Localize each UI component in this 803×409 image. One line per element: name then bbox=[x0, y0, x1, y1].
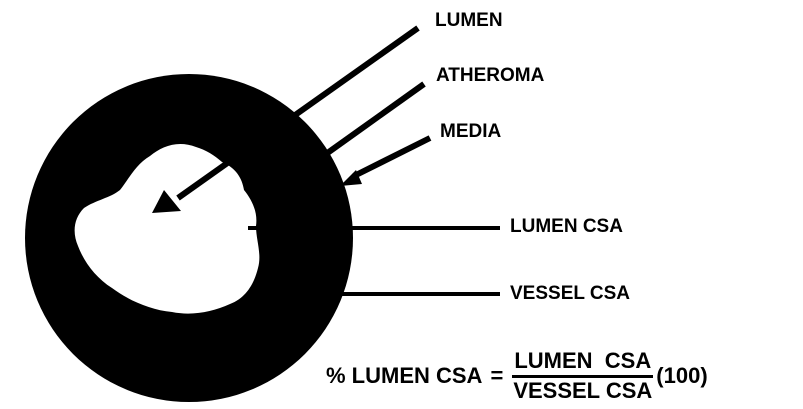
label-media: MEDIA bbox=[440, 121, 501, 143]
label-vessel-csa: VESSEL CSA bbox=[510, 283, 630, 305]
formula-lhs: % LUMEN CSA bbox=[326, 363, 482, 389]
formula-fraction: LUMEN CSA VESSEL CSA bbox=[511, 349, 654, 403]
label-lumen-csa: LUMEN CSA bbox=[510, 216, 623, 238]
percent-lumen-csa-formula: % LUMEN CSA = LUMEN CSA VESSEL CSA (100) bbox=[326, 346, 708, 406]
formula-equals: = bbox=[490, 363, 503, 389]
label-atheroma: ATHEROMA bbox=[436, 65, 544, 87]
formula-numerator: LUMEN CSA bbox=[512, 349, 653, 378]
formula-multiplier: (100) bbox=[656, 363, 707, 389]
media-pointer-line bbox=[354, 138, 430, 176]
formula-denominator: VESSEL CSA bbox=[511, 378, 654, 403]
label-lumen: LUMEN bbox=[435, 10, 503, 32]
